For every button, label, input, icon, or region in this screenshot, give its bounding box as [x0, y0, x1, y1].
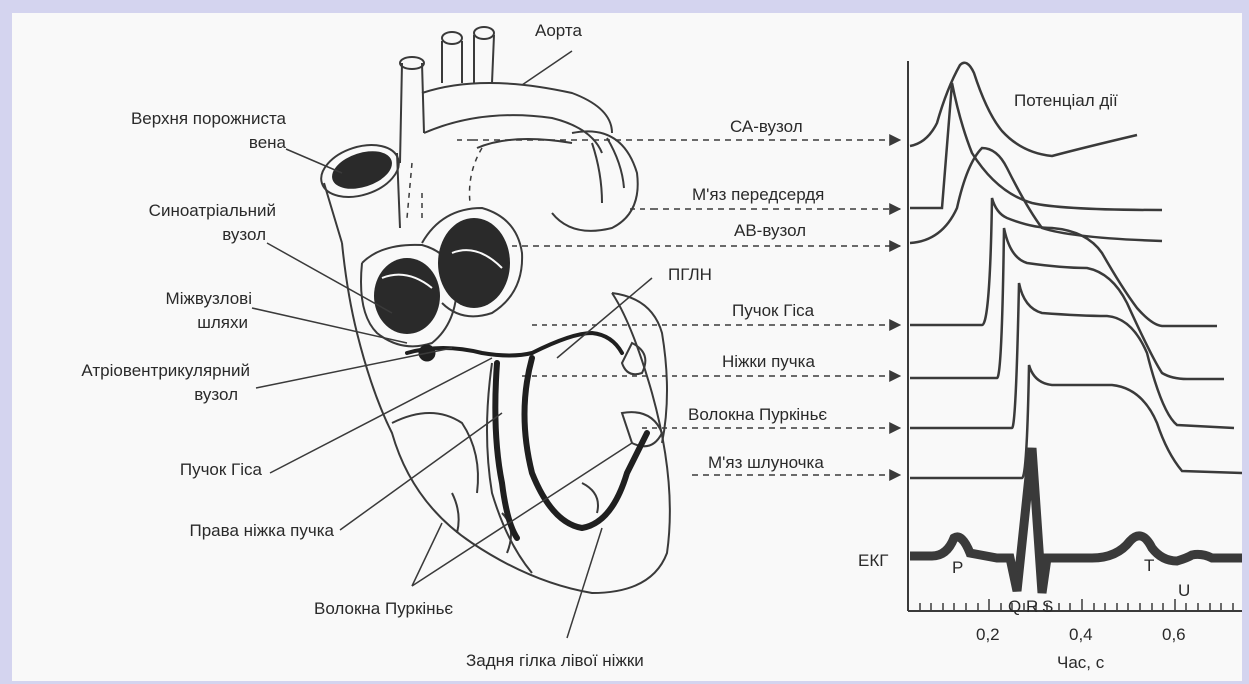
pulmonary-trunk	[552, 131, 638, 231]
trace-branches	[910, 228, 1224, 379]
wave-u: U	[1178, 581, 1190, 601]
label-right-branch: Права ніжка пучка	[64, 521, 334, 541]
label-aorta: Аорта	[535, 21, 582, 41]
label-pgln: ПГЛН	[668, 265, 712, 285]
timeline-plot	[908, 61, 1242, 611]
x-axis-label: Час, с	[1057, 653, 1104, 673]
x-tick-label-1: 0,2	[976, 625, 1000, 645]
arrows	[472, 140, 900, 475]
arrow-label-branches: Ніжки пучка	[722, 352, 815, 372]
label-av-1: Атріовентрикулярний	[12, 361, 250, 381]
trace-av	[910, 148, 1162, 243]
plot-title: Потенціал дії	[1014, 91, 1118, 111]
label-his: Пучок Гіса	[64, 460, 262, 480]
x-tick-label-3: 0,6	[1162, 625, 1186, 645]
trace-ventricle	[910, 365, 1242, 478]
arrow-label-purkinje: Волокна Пуркіньє	[688, 405, 827, 425]
left-branch-path	[525, 358, 648, 528]
ecg-label: ЕКГ	[858, 551, 888, 571]
trace-purkinje	[910, 283, 1234, 428]
arrow-label-av: АВ-вузол	[734, 221, 806, 241]
label-svc-2: вена	[64, 133, 286, 153]
arrow-label-his: Пучок Гіса	[732, 301, 814, 321]
label-svc-1: Верхня порожниста	[64, 109, 286, 129]
arrow-label-atrium: М'яз передсердя	[692, 185, 824, 205]
label-posterior-branch: Задня гілка лівої ніжки	[466, 651, 644, 671]
aorta-right-vessel	[474, 35, 494, 83]
wave-s: S	[1042, 597, 1053, 617]
wave-q: Q	[1008, 597, 1021, 617]
label-sa-1: Синоатріальний	[64, 201, 276, 221]
aorta-arch	[422, 83, 612, 133]
label-internodal-1: Міжвузлові	[64, 289, 252, 309]
wave-p: P	[952, 558, 963, 578]
aorta-left-vessel	[400, 63, 424, 163]
wave-r: R	[1026, 597, 1038, 617]
label-sa-2: вузол	[64, 225, 266, 245]
trace-his	[910, 198, 1217, 326]
label-internodal-2: шляхи	[64, 313, 248, 333]
aorta-mid-vessel	[442, 41, 462, 83]
arrow-label-ventricle: М'яз шлуночка	[708, 453, 824, 473]
wave-t: T	[1144, 556, 1154, 576]
x-tick-label-2: 0,4	[1069, 625, 1093, 645]
arrow-label-sa: СА-вузол	[730, 117, 803, 137]
figure-panel: Аорта Верхня порожниста вена Синоатріаль…	[12, 13, 1242, 681]
conduction-system	[407, 333, 647, 538]
label-purkinje: Волокна Пуркіньє	[314, 599, 453, 619]
label-av-2: вузол	[12, 385, 238, 405]
